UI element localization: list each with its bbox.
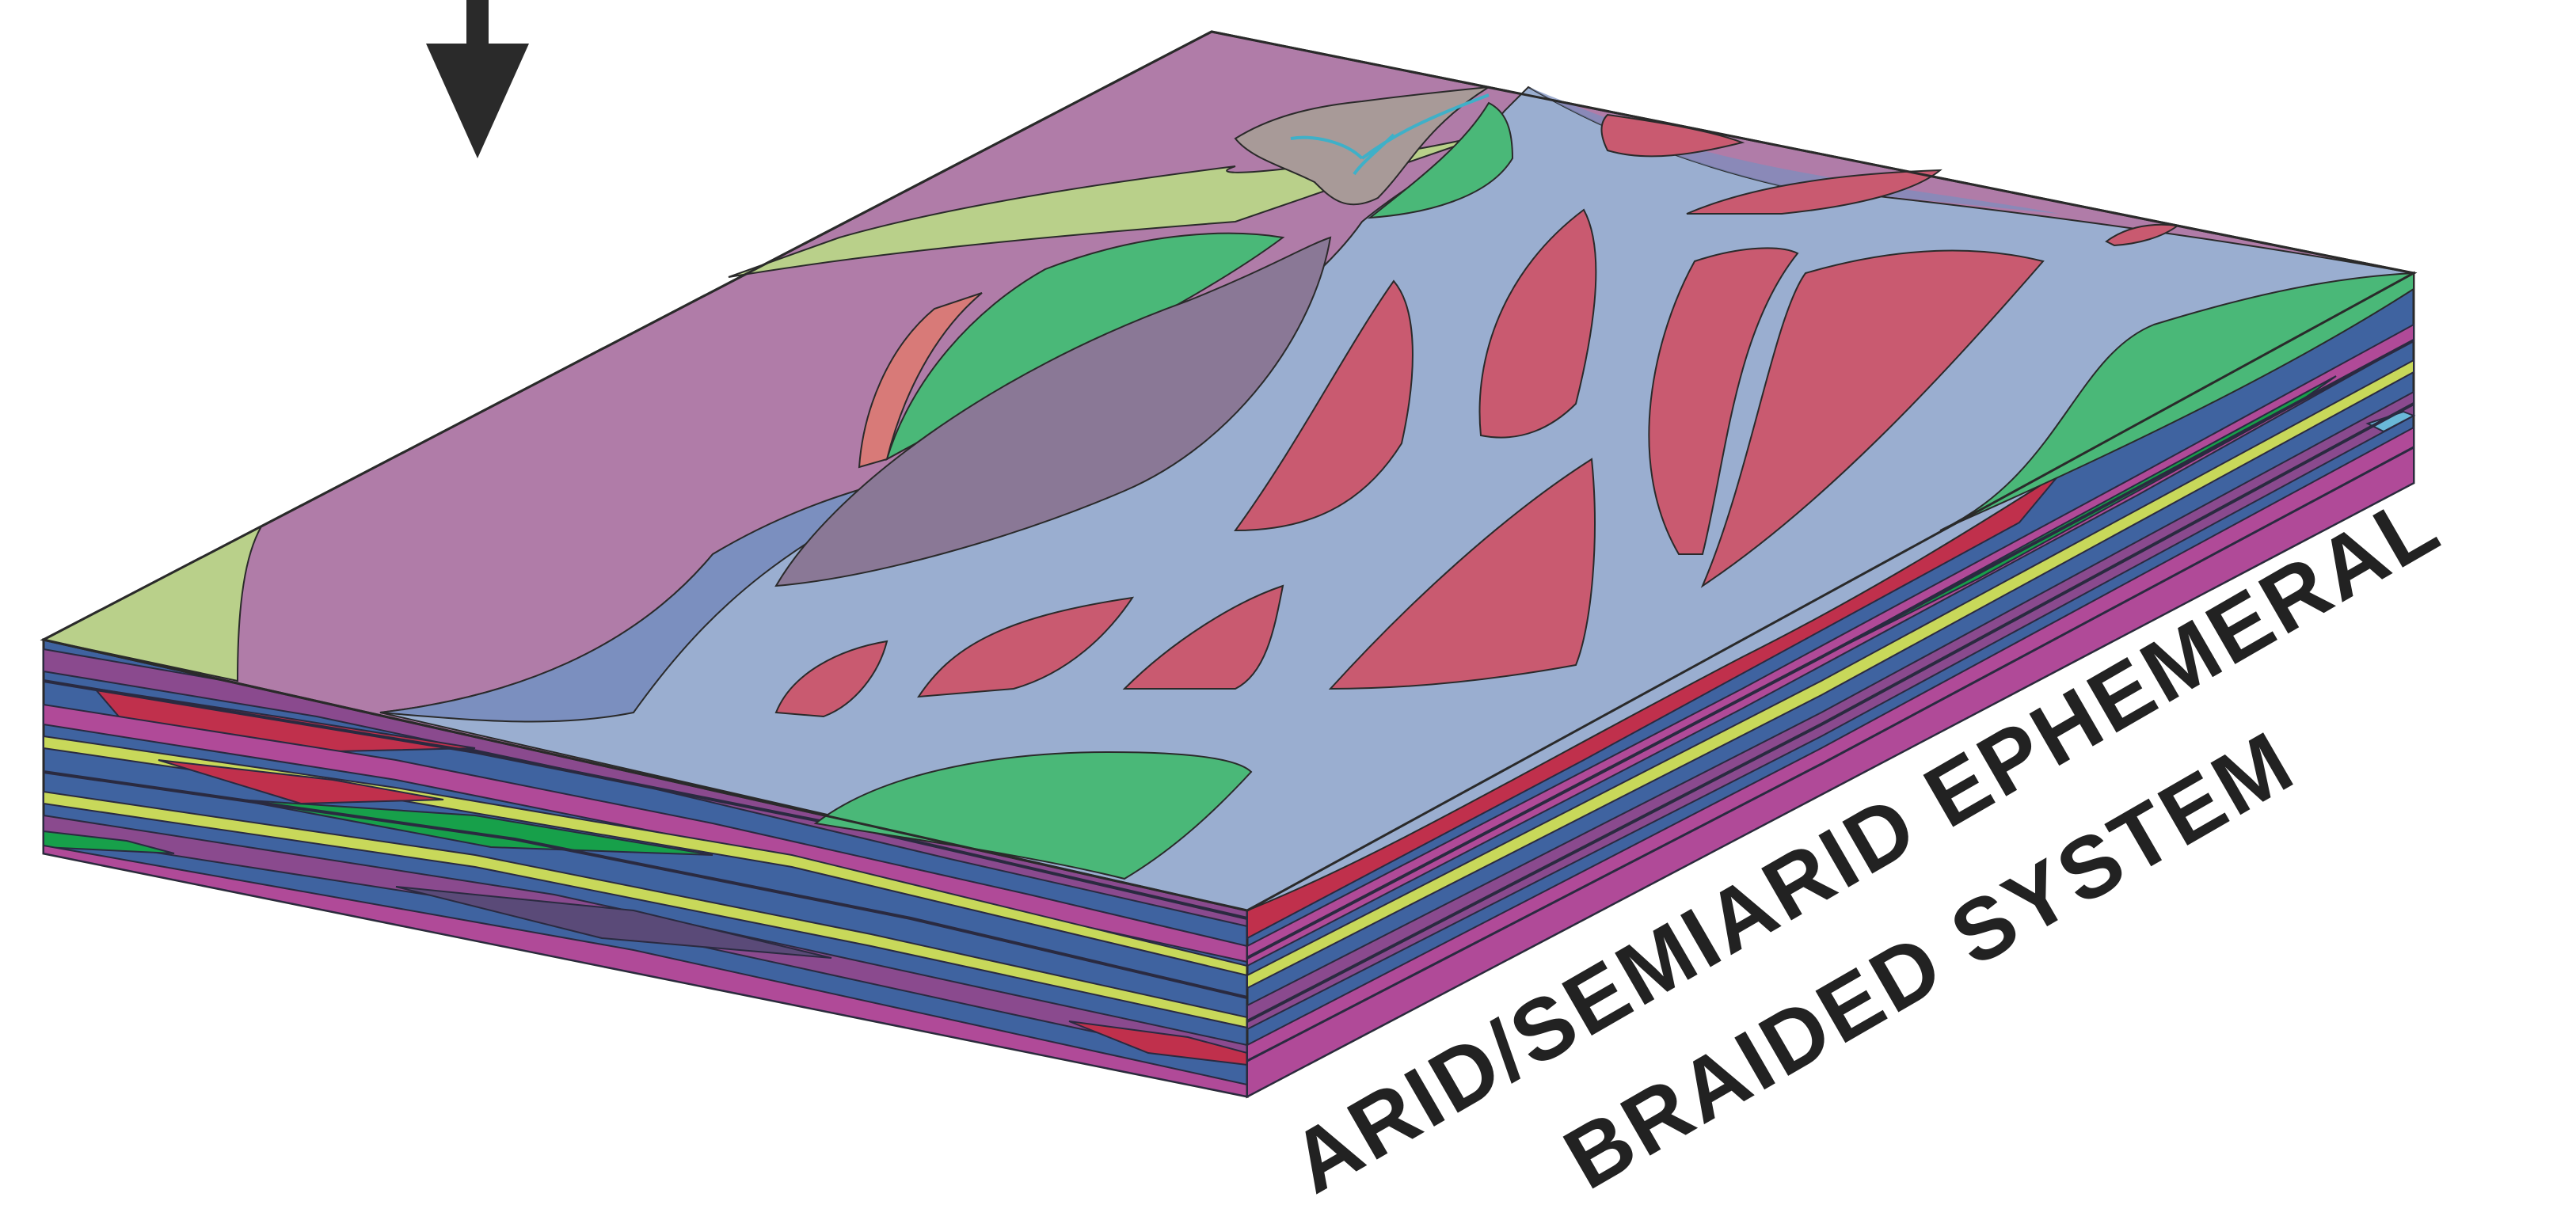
down-arrow-icon	[426, 0, 529, 158]
